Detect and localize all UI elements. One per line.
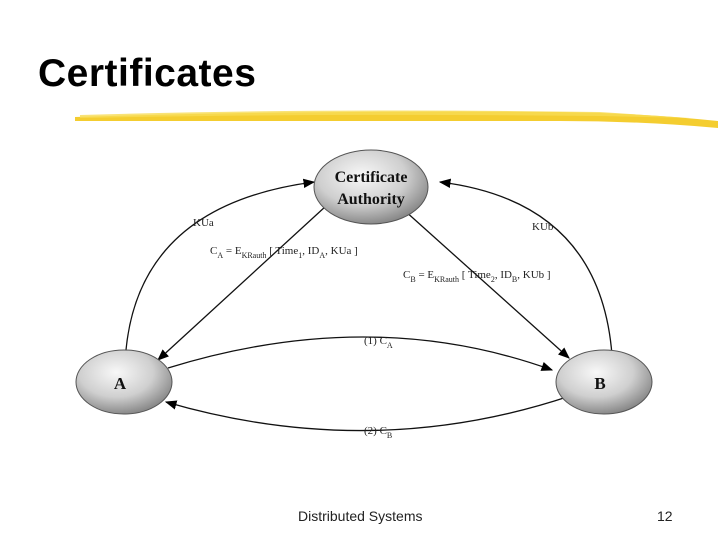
label-cert-b: CB = EKRauth [ Time2, IDB, KUb ]: [403, 269, 551, 284]
node-a-label: A: [114, 374, 127, 393]
label-cert-a: CA = EKRauth [ Time1, IDA, KUa ]: [210, 245, 358, 260]
arrow-b-to-a: [164, 395, 571, 432]
slide-title: Certificates: [38, 52, 257, 95]
arrow-a-to-ca: [125, 178, 316, 351]
node-a: A: [75, 349, 173, 415]
highlighter-stroke-light: [80, 110, 690, 118]
arrow-ca-to-a: [157, 205, 327, 361]
node-b-label: B: [594, 374, 605, 393]
node-certificate-authority: Certificate Authority: [313, 149, 429, 225]
title-underline: [75, 110, 718, 128]
label-step-2: (2) CB: [364, 425, 392, 440]
arrow-b-to-ca: [438, 178, 613, 356]
arrow-ca-to-b: [403, 209, 570, 359]
ca-label-line1: Certificate: [335, 169, 408, 186]
node-b: B: [555, 349, 653, 415]
ca-label-line2: Authority: [337, 191, 405, 208]
footer-course-name: Distributed Systems: [298, 508, 423, 524]
highlighter-stroke: [75, 111, 718, 128]
arrow-a-to-b: [167, 336, 554, 371]
label-step-1: (1) CA: [364, 335, 393, 350]
page-number: 12: [657, 508, 673, 524]
label-kub: KUb: [532, 221, 554, 233]
label-kua: KUa: [193, 217, 214, 229]
